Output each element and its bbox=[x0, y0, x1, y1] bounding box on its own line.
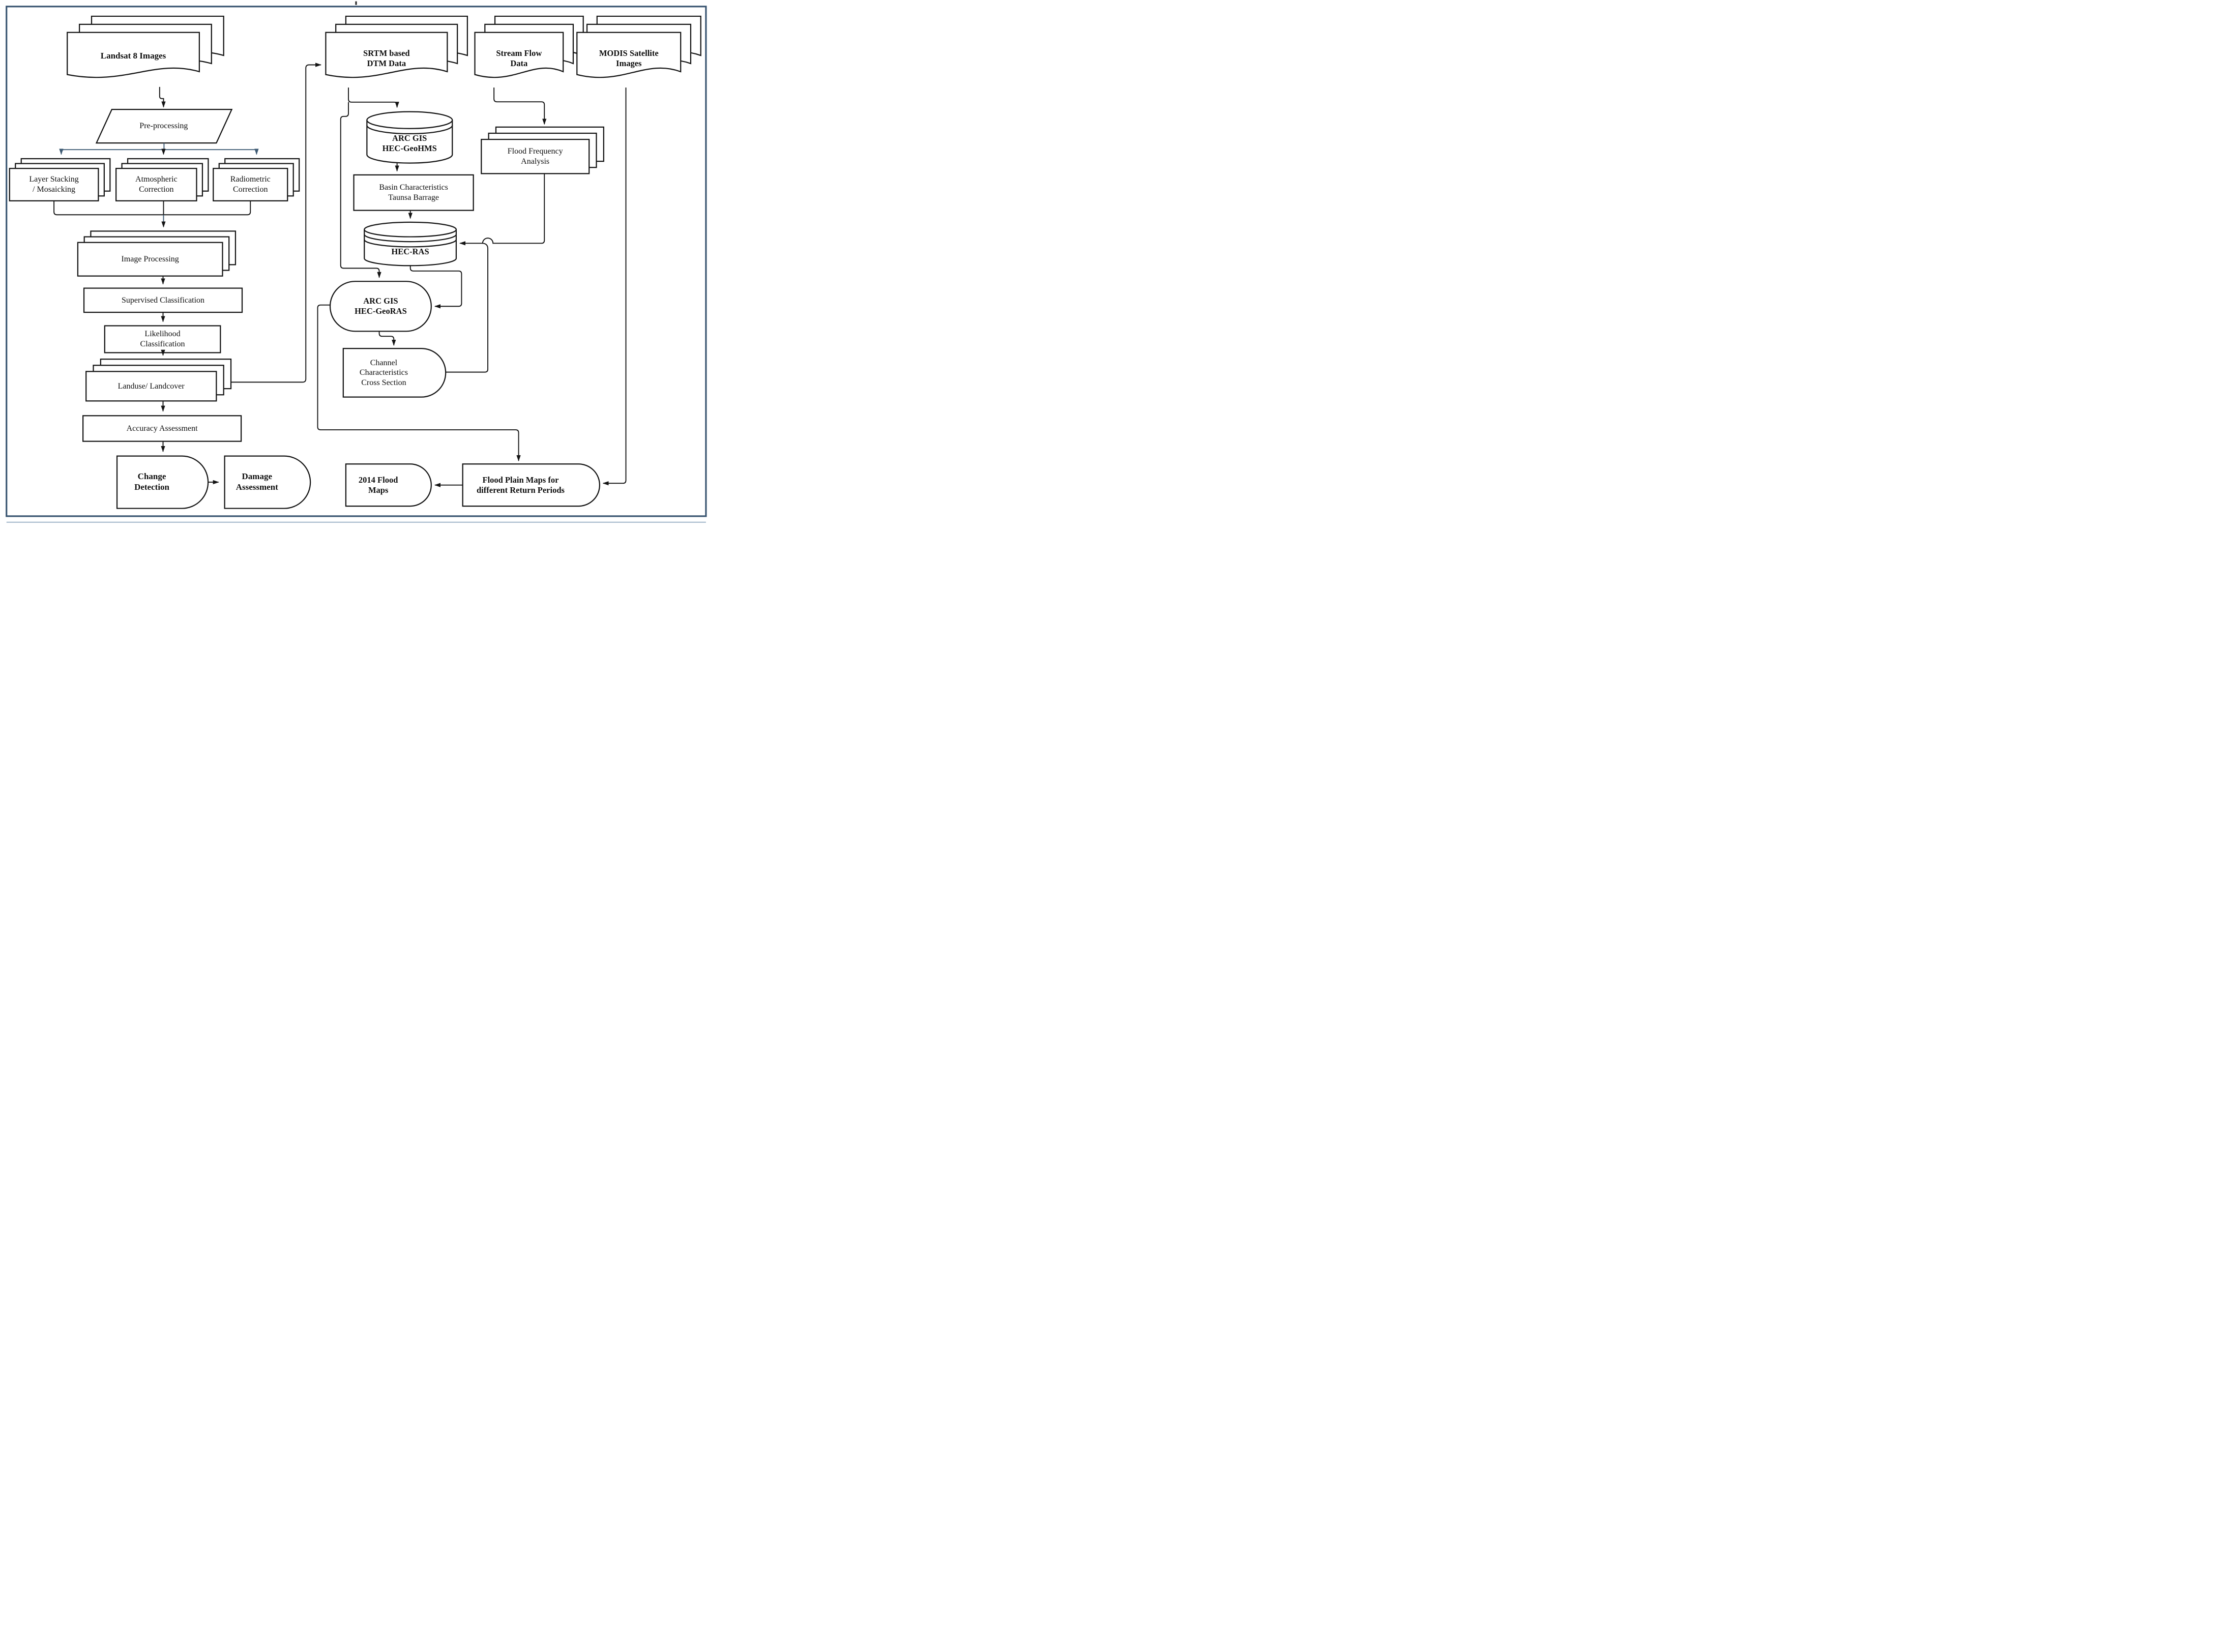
flowchart-canvas bbox=[6, 1, 707, 523]
node-stream-flow bbox=[474, 15, 584, 78]
node-hecras bbox=[364, 221, 457, 267]
node-landuse-landcover bbox=[85, 359, 232, 402]
node-radiometric-correction bbox=[213, 158, 300, 201]
edge-modis-floodplain bbox=[602, 87, 627, 486]
edge-branch-horizontal bbox=[61, 149, 257, 153]
node-geohms bbox=[366, 111, 453, 164]
node-basin-characteristics bbox=[353, 174, 474, 211]
edge-srtm-georas bbox=[340, 102, 381, 278]
figure-border bbox=[6, 6, 707, 517]
node-landsat-images bbox=[67, 15, 224, 78]
edge-channel-feedback bbox=[446, 243, 488, 373]
node-accuracy-assessment bbox=[82, 415, 242, 442]
node-srtm-dtm bbox=[325, 15, 468, 78]
node-georas bbox=[329, 281, 432, 332]
node-likelihood-classification bbox=[104, 325, 221, 353]
node-layer-stacking bbox=[9, 158, 111, 201]
edge-georas-floodplain bbox=[317, 304, 521, 462]
node-change-detection bbox=[116, 455, 209, 509]
node-supervised-classification bbox=[83, 287, 243, 313]
edge-floodfreq-hecras bbox=[459, 173, 545, 246]
edge-merge-horizontal bbox=[53, 200, 251, 216]
edge-landsat-preprocessing bbox=[159, 86, 166, 108]
edge-landuse-srtm bbox=[231, 63, 322, 383]
node-atmospheric-correction bbox=[115, 158, 209, 201]
edge-georas-channel bbox=[378, 331, 396, 346]
flowchart-stage: Landsat 8 Images Pre-processing Layer St… bbox=[0, 0, 712, 526]
node-channel-characteristics bbox=[342, 347, 447, 398]
stray-dot bbox=[355, 1, 357, 5]
node-image-processing bbox=[77, 230, 237, 277]
edge-hecras-georas bbox=[409, 266, 462, 309]
edge-streamflow-floodfreq bbox=[493, 87, 547, 125]
node-flood-frequency bbox=[481, 126, 604, 174]
node-damage-assessment bbox=[224, 455, 311, 509]
node-preprocessing bbox=[95, 109, 233, 144]
node-flood-plain-maps bbox=[462, 463, 600, 507]
edge-srtm-geohms bbox=[348, 87, 397, 107]
node-2014-flood-maps bbox=[345, 463, 432, 507]
node-modis-images bbox=[576, 15, 701, 78]
